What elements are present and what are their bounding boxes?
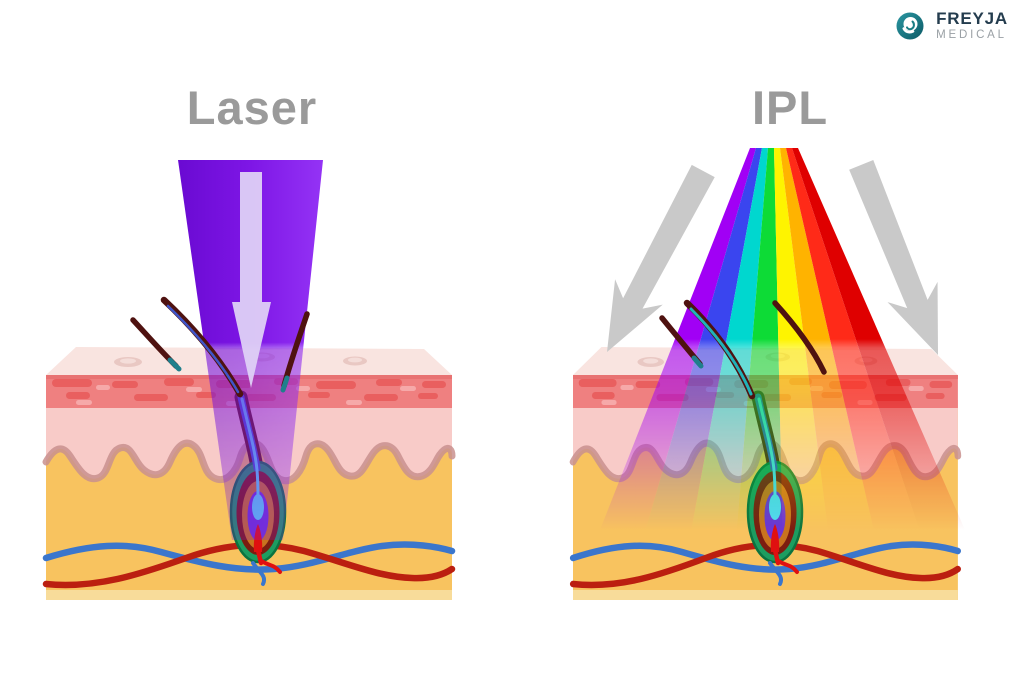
laser-panel-title: Laser	[186, 81, 318, 134]
brand-logo: FREYJA MEDICAL	[893, 9, 1008, 43]
scatter-arrow-left	[607, 164, 715, 352]
hair-tip-teal	[167, 357, 182, 372]
ipl-band-green	[736, 148, 783, 530]
hairs-ipl	[659, 299, 827, 400]
hair-sheen	[166, 304, 240, 394]
scatter-arrow-right	[849, 160, 938, 355]
brand-name: FREYJA	[936, 9, 1008, 29]
ipl-band-deepred	[792, 148, 965, 530]
ipl-band-blue	[645, 148, 762, 530]
laser-direction-arrow	[232, 172, 271, 388]
hairs-laser	[130, 296, 310, 398]
ipl-band-red	[786, 148, 920, 530]
ipl-spectrum-fan	[600, 148, 965, 530]
ipl-band-cyan	[691, 148, 768, 530]
spiral-ring-icon	[896, 12, 924, 40]
ipl-panel-title: IPL	[751, 81, 829, 134]
ipl-band-orange	[780, 148, 874, 530]
brand-subtitle: MEDICAL	[936, 29, 1007, 42]
hair-strand	[772, 300, 827, 375]
hair-tip-teal	[280, 375, 290, 393]
hair-tip-teal	[691, 355, 704, 369]
hair-sheen	[689, 307, 753, 396]
